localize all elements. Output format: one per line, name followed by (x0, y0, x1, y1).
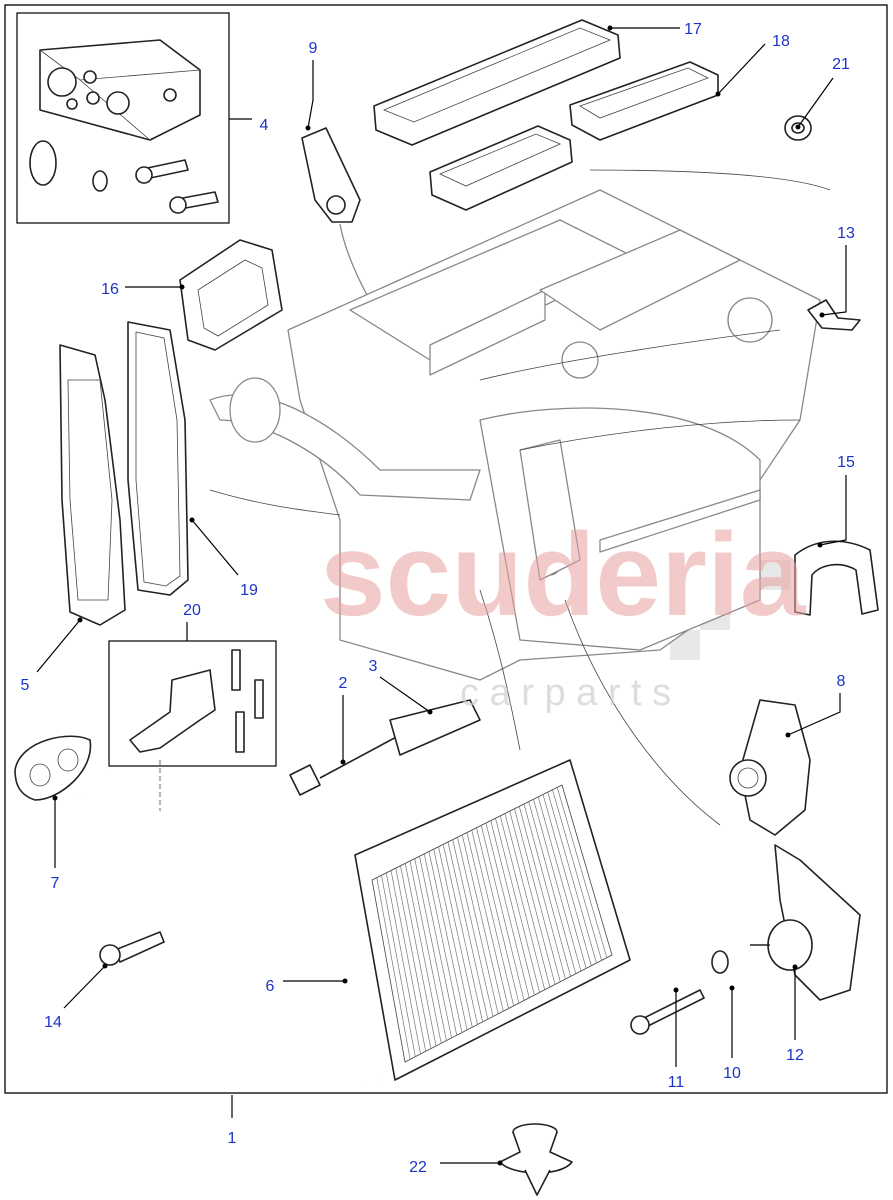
core-fin (414, 858, 452, 1038)
duct-seals (373, 19, 719, 211)
callout-labels: 1 2 3 4 5 6 7 8 9 10 11 12 13 14 15 16 1… (21, 21, 855, 1176)
push-clip (499, 1123, 573, 1196)
core-fin (447, 841, 489, 1020)
core-fin (390, 870, 427, 1052)
heater-core (78, 759, 631, 1088)
core-fin (452, 839, 494, 1017)
expansion-valve-kit-box (16, 12, 230, 224)
core-fin (438, 846, 478, 1025)
callout-20: 20 (183, 602, 201, 619)
core-fin (533, 799, 582, 972)
gear-actuator (729, 699, 861, 1001)
expansion-valve (29, 39, 219, 214)
core-fin (514, 808, 561, 982)
core-fin (542, 794, 592, 966)
callout-18: 18 (772, 33, 790, 50)
callout-9: 9 (309, 40, 318, 57)
callout-21: 21 (832, 56, 850, 73)
callout-2: 2 (339, 675, 348, 692)
bracket-kit-box (108, 640, 277, 767)
pipe-grommet (14, 735, 92, 801)
core-fin (400, 865, 437, 1047)
core-fin (419, 856, 458, 1036)
core-fin (457, 837, 499, 1014)
core-fin (461, 834, 504, 1012)
core-fin (495, 818, 540, 993)
callout-5: 5 (21, 677, 30, 694)
core-fin (490, 820, 535, 996)
core-fin (504, 813, 551, 988)
watermark-subtext: c a r p a r t s (460, 672, 671, 714)
leader-lines (36, 27, 847, 1164)
callout-13: 13 (837, 225, 855, 242)
watermark-logo: scuderia c a r p a r t s (320, 509, 807, 714)
core-fin (466, 832, 509, 1009)
core-fin (509, 811, 556, 985)
core-fin (385, 872, 421, 1055)
screw-and-washer (630, 950, 729, 1035)
callout-15: 15 (837, 454, 855, 471)
core-fin (428, 851, 468, 1030)
core-fin (442, 844, 483, 1022)
callout-19: 19 (240, 582, 258, 599)
core-fin (471, 830, 515, 1006)
shield-bracket (794, 540, 879, 616)
clip (807, 299, 861, 331)
callout-8: 8 (837, 673, 846, 690)
core-fin (381, 875, 416, 1057)
core-fin (518, 806, 566, 980)
watermark-text: scuderia (320, 509, 807, 641)
core-fin (404, 863, 442, 1044)
core-fin (480, 825, 525, 1001)
core-fin (376, 877, 411, 1060)
core-fin (552, 789, 602, 961)
core-fin (423, 853, 463, 1033)
callout-7: 7 (51, 875, 60, 892)
callout-12: 12 (786, 1047, 804, 1064)
core-fin (523, 803, 571, 977)
callout-4: 4 (260, 117, 269, 134)
leader-dots (52, 25, 825, 1166)
seal-16 (179, 239, 283, 351)
callout-1: 1 (228, 1130, 237, 1147)
core-fin (499, 815, 546, 990)
core-fin (556, 787, 608, 958)
core-fin (476, 827, 520, 1004)
callout-16: 16 (101, 281, 119, 298)
gasket (127, 321, 189, 596)
core-fin (433, 849, 473, 1028)
callout-22: 22 (409, 1159, 427, 1176)
heater-housing (209, 169, 831, 826)
core-fin (537, 796, 587, 969)
callout-17: 17 (684, 21, 702, 38)
callout-14: 14 (44, 1014, 62, 1031)
callout-6: 6 (266, 978, 275, 995)
assembly-frame (4, 4, 888, 1094)
core-fin (485, 822, 530, 998)
core-fin (528, 801, 577, 974)
bracket-kit (129, 649, 264, 830)
callout-10: 10 (723, 1065, 741, 1082)
callout-3: 3 (369, 658, 378, 675)
sensor-and-harness (289, 699, 481, 796)
callout-11: 11 (668, 1074, 685, 1091)
core-fin (409, 860, 447, 1041)
core-fin (547, 792, 597, 964)
housing-cover (59, 344, 126, 626)
core-fin (395, 868, 432, 1049)
bolt (99, 931, 165, 966)
